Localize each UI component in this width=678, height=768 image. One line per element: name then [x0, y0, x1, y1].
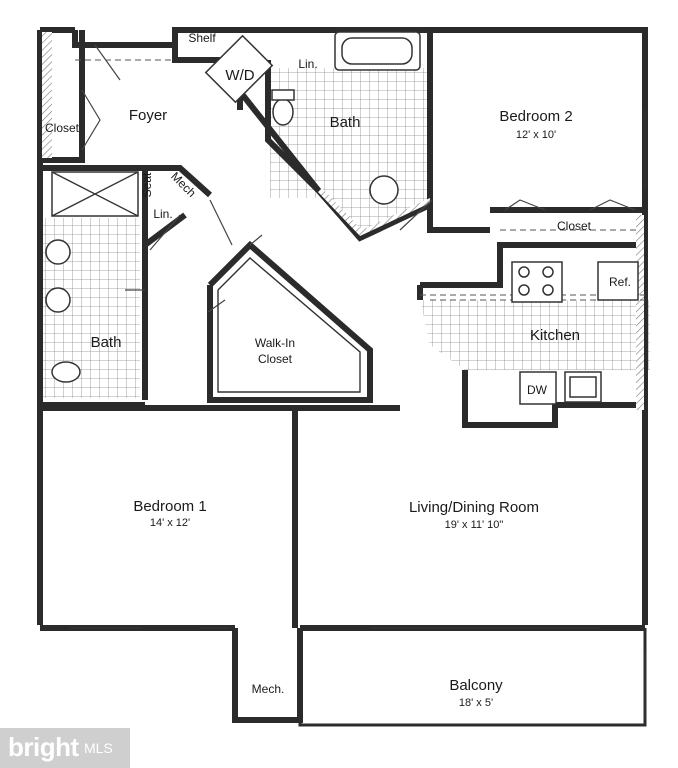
walkin-closet-label-2: Closet [258, 352, 293, 366]
doors [81, 44, 636, 313]
mech-bottom-label: Mech. [252, 682, 285, 696]
walkin-closet-label-1: Walk-In [255, 336, 295, 350]
sink-left-2-icon [45, 287, 71, 313]
dishwasher-icon [519, 371, 557, 405]
stove-icon [511, 261, 563, 303]
washer-dryer-label: W/D [225, 67, 254, 84]
linen-left-label: Lin. [153, 207, 172, 221]
mech-top-label: Mech [168, 169, 199, 200]
toilet-icon [272, 98, 294, 126]
bedroom2-dims: 12' x 10' [516, 129, 556, 141]
fixtures [45, 31, 639, 405]
sink-icon [369, 175, 399, 205]
dishwasher-label: DW [527, 383, 548, 397]
living-dining-label: Living/Dining Room [409, 499, 539, 516]
kitchen-label: Kitchen [530, 327, 580, 344]
foyer-label: Foyer [129, 107, 167, 124]
seat-label: Seat [140, 172, 154, 197]
linen-top-label: Lin. [298, 57, 317, 71]
shelf-label: Shelf [188, 31, 216, 45]
toilet-left-icon [51, 361, 81, 383]
bedroom1-label: Bedroom 1 [133, 498, 206, 515]
watermark-background [0, 728, 130, 768]
balcony-dims: 18' x 5' [459, 697, 493, 709]
bedroom1-dims: 14' x 12' [150, 517, 190, 529]
room-labels: Foyer Closet Shelf W/D Lin. Bath Bedroom… [45, 31, 631, 709]
bedroom2-closet-label: Closet [557, 219, 592, 233]
living-dining-dims: 19' x 11' 10" [445, 519, 504, 531]
bedroom2-label: Bedroom 2 [499, 108, 572, 125]
windows [70, 110, 646, 720]
refrigerator-label: Ref. [609, 275, 631, 289]
balcony-label: Balcony [449, 677, 503, 694]
bath-left-label: Bath [91, 334, 122, 351]
washer-dryer-icon [204, 34, 274, 104]
sink-left-1-icon [45, 239, 71, 265]
foyer-closet-label: Closet [45, 121, 80, 135]
bath-top-label: Bath [330, 114, 361, 131]
watermark-suffix: MLS [84, 740, 113, 756]
refrigerator-icon [597, 261, 639, 301]
watermark-brand: bright [8, 732, 79, 762]
hatched-walls [42, 32, 644, 410]
